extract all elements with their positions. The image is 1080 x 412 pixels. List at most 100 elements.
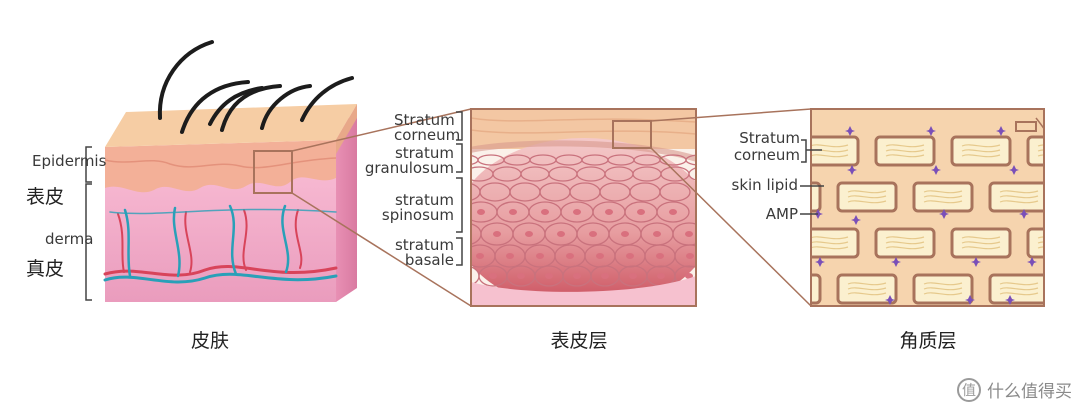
cell-nucleus — [536, 253, 544, 259]
keratin-fiber — [847, 282, 887, 286]
label-epidermis: Epidermis — [32, 152, 107, 170]
keratin-fiber — [923, 190, 963, 194]
cell-nucleus — [517, 273, 525, 279]
cell-nucleus — [669, 209, 677, 215]
keratin-fiber — [961, 236, 1001, 240]
corneocyte — [811, 273, 822, 305]
keratin-fiber — [1037, 154, 1044, 157]
cell-nucleus — [476, 253, 484, 259]
cell-nucleus — [601, 273, 609, 279]
epidermis-cells — [461, 154, 696, 287]
skin-block-side — [336, 113, 357, 302]
cell-nucleus — [637, 209, 645, 215]
keratin-fiber — [999, 287, 1039, 291]
cell-nucleus — [545, 273, 553, 279]
corneocyte — [800, 321, 858, 349]
zoom-lines-2 — [650, 108, 812, 307]
corneocyte — [811, 181, 822, 213]
epidermis-panel — [461, 109, 696, 306]
cell-nucleus — [656, 253, 664, 259]
keratin-fiber — [961, 154, 1001, 158]
panel2-brackets — [456, 111, 463, 266]
amp-marker — [1009, 165, 1019, 175]
keratin-fiber — [923, 282, 963, 286]
keratin-fiber — [885, 236, 925, 240]
blood-vessels — [103, 204, 338, 284]
zoom-lines-1 — [291, 108, 472, 307]
keratin-fiber — [1038, 339, 1076, 341]
cell-nucleus — [509, 209, 517, 215]
amp-marker — [1019, 209, 1029, 219]
keratin-fiber — [999, 195, 1039, 199]
keratin-fiber — [772, 288, 810, 290]
keratin-fiber — [999, 190, 1039, 194]
caption-stratum-corneum: 角质层 — [899, 330, 957, 352]
skin-block — [103, 40, 357, 302]
label-derma-cn: 真皮 — [26, 258, 65, 280]
keratin-fiber — [885, 241, 925, 245]
corneocyte — [1028, 321, 1080, 349]
watermark-text: 什么值得买 — [987, 382, 1072, 402]
epidermis-cell — [674, 244, 696, 268]
keratin-fiber — [999, 282, 1039, 286]
skin-block-top — [105, 104, 357, 147]
epidermis-cell — [685, 154, 696, 166]
zoom-box-epidermis — [253, 150, 293, 194]
keratin-fiber — [772, 293, 810, 295]
keratin-fiber — [923, 287, 963, 291]
cell-nucleus — [686, 253, 694, 259]
keratin-fiber — [885, 149, 925, 153]
cell-nucleus — [621, 231, 629, 237]
keratin-fiber — [810, 339, 848, 341]
cell-nucleus — [626, 253, 634, 259]
label-skin-lipid: skin lipid — [731, 176, 799, 194]
epidermis-cell — [659, 182, 691, 202]
keratin-fiber — [961, 246, 1001, 250]
keratin-fiber — [1038, 329, 1076, 331]
keratin-fiber — [999, 292, 1039, 296]
amp-marker — [851, 215, 861, 225]
amp-marker — [996, 126, 1006, 136]
keratin-fiber — [1037, 236, 1044, 239]
amp-marker — [885, 295, 895, 305]
keratin-fiber — [961, 241, 1001, 245]
amp-marker — [891, 257, 901, 267]
amp-marker — [845, 126, 855, 136]
cell-nucleus — [596, 253, 604, 259]
keratin-fiber — [811, 144, 849, 148]
epidermis-panel-frame — [470, 108, 697, 307]
cell-nucleus — [477, 209, 485, 215]
keratin-fiber — [961, 144, 1001, 148]
watermark: 值 什么值得买 — [957, 377, 1072, 402]
keratin-fiber — [1037, 241, 1044, 244]
corneum-panel-frame — [810, 108, 1045, 307]
amp-marker — [847, 165, 857, 175]
cell-nucleus — [573, 209, 581, 215]
label-derma: derma — [45, 230, 94, 248]
keratin-fiber — [1038, 334, 1076, 336]
keratin-fiber — [1037, 144, 1044, 147]
keratin-fiber — [847, 200, 887, 204]
cell-nucleus — [506, 253, 514, 259]
keratin-fiber — [961, 149, 1001, 153]
watermark-logo-icon: 值 — [957, 377, 981, 402]
cell-nucleus — [566, 253, 574, 259]
cell-nucleus — [525, 231, 533, 237]
amp-marker — [1005, 295, 1015, 305]
amp-marker — [1027, 257, 1037, 267]
keratin-fiber — [847, 190, 887, 194]
amp-marker — [939, 209, 949, 219]
corneum-panel — [772, 109, 1080, 349]
keratin-fiber — [772, 283, 810, 285]
amp-marker — [931, 165, 941, 175]
cell-nucleus — [629, 273, 637, 279]
epidermis-layer — [105, 140, 336, 193]
amp-marker — [965, 295, 975, 305]
keratin-fiber — [885, 144, 925, 148]
cell-nucleus — [653, 231, 661, 237]
keratin-fiber — [847, 287, 887, 291]
cell-nucleus — [461, 273, 469, 279]
